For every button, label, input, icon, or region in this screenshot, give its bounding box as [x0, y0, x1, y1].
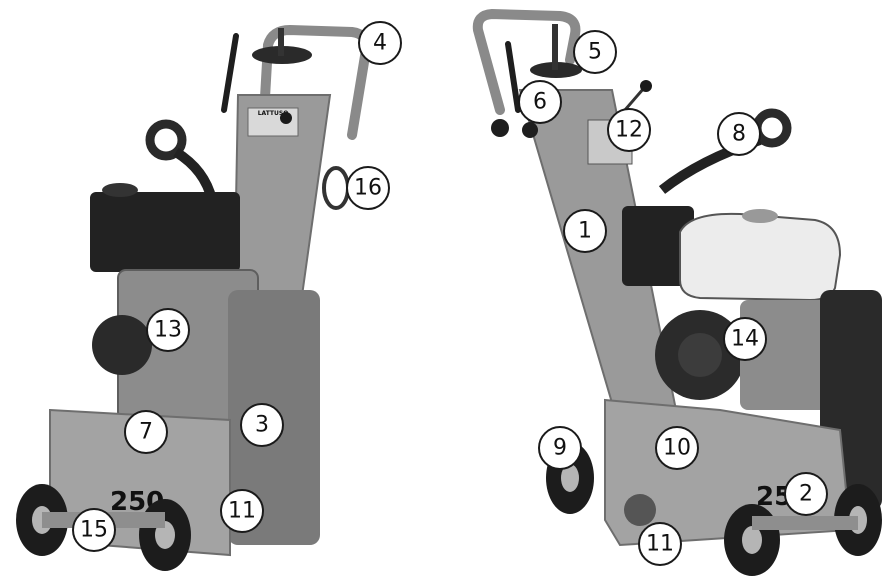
callout-15: 15 — [72, 508, 116, 552]
callout-4: 4 — [358, 21, 402, 65]
callout-label: 4 — [373, 31, 387, 56]
right-handlebar — [472, 8, 581, 115]
callout-label: 13 — [154, 318, 182, 343]
callout-11: 11 — [220, 489, 264, 533]
callout-label: 16 — [354, 176, 382, 201]
callout-label: 7 — [139, 420, 153, 445]
callout-label: 5 — [588, 40, 602, 65]
callout-1: 1 — [563, 209, 607, 253]
left-dust-connector — [322, 166, 350, 210]
callout-label: 12 — [615, 118, 643, 143]
callout-13: 13 — [146, 308, 190, 352]
callout-6: 6 — [518, 80, 562, 124]
callout-label: 2 — [799, 482, 813, 507]
callout-label: 8 — [732, 122, 746, 147]
callout-12: 12 — [607, 108, 651, 152]
callout-label: 1 — [578, 219, 592, 244]
callout-9: 9 — [538, 426, 582, 470]
callout-14: 14 — [723, 317, 767, 361]
right-lifting-eye — [752, 108, 792, 148]
callout-label: 3 — [255, 413, 269, 438]
callout-7: 7 — [124, 410, 168, 454]
callout-label: 10 — [663, 436, 691, 461]
left-milling-machine: LATTUSO 250 — [16, 24, 372, 571]
left-fuel-tank — [90, 192, 240, 272]
callout-16: 16 — [346, 166, 390, 210]
callout-label: 6 — [533, 90, 547, 115]
callout-5: 5 — [573, 30, 617, 74]
callout-label: 14 — [731, 327, 759, 352]
callout-label: 11 — [228, 499, 256, 524]
left-nameplate-text: LATTUSO — [258, 110, 289, 117]
left-lifting-eye — [145, 119, 187, 161]
right-fuel-tank — [679, 212, 842, 302]
left-lever — [221, 33, 239, 113]
callout-label: 11 — [646, 532, 674, 557]
right-lever — [505, 41, 521, 113]
callout-label: 9 — [553, 436, 567, 461]
callout-2: 2 — [784, 472, 828, 516]
callout-11b: 11 — [638, 522, 682, 566]
callout-10: 10 — [655, 426, 699, 470]
callout-8: 8 — [717, 112, 761, 156]
callout-label: 15 — [80, 518, 108, 543]
callout-3: 3 — [240, 403, 284, 447]
